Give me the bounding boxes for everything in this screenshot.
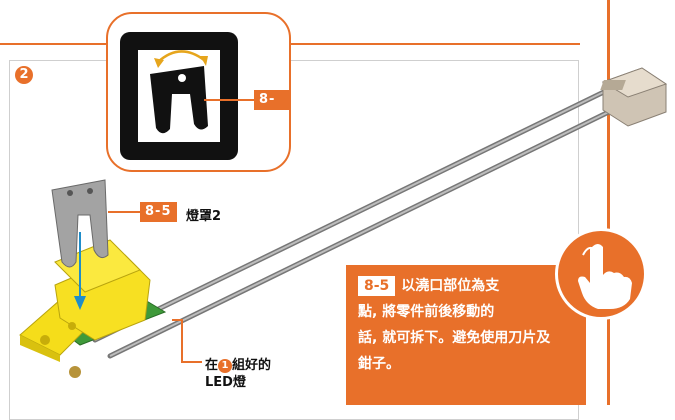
part-code-tag: 8-5 bbox=[140, 202, 177, 222]
led-step-ref-badge: 1 bbox=[218, 359, 233, 373]
page-side-rule bbox=[607, 0, 610, 405]
header-rule-left bbox=[0, 43, 110, 45]
step-number-badge: 2 bbox=[15, 66, 33, 84]
part-name-label: 燈罩2 bbox=[186, 209, 222, 224]
tip-line-2: 點, 將零件前後移動的 bbox=[358, 304, 495, 320]
shade-part bbox=[51, 179, 109, 268]
detail-inset: 8-5 bbox=[106, 12, 291, 172]
led-label-prefix: 在 bbox=[205, 358, 219, 373]
tip-line-1: 8-5 以澆口部位為支 bbox=[358, 273, 586, 299]
header-rule-right bbox=[290, 43, 580, 45]
assembly-illustration bbox=[19, 67, 668, 378]
tip-line-4: 鉗子。 bbox=[358, 356, 400, 372]
inset-illustration bbox=[120, 32, 256, 160]
led-label-line2: LED燈 bbox=[205, 375, 246, 390]
tip-part-code: 8-5 bbox=[358, 276, 396, 296]
tip-line-1-text: 以澆口部位為支 bbox=[401, 278, 500, 294]
inset-part-tag: 8-5 bbox=[254, 90, 289, 127]
led-housing bbox=[19, 239, 151, 378]
connector-plug bbox=[600, 67, 668, 127]
hand-pointer-icon bbox=[555, 228, 647, 320]
led-label-suffix: 組好的 bbox=[232, 358, 272, 373]
tip-line-3: 話, 就可拆下。避免使用刀片及 bbox=[358, 330, 551, 346]
tip-callout: 8-5 以澆口部位為支 點, 將零件前後移動的 話, 就可拆下。避免使用刀片及 鉗… bbox=[346, 265, 586, 405]
